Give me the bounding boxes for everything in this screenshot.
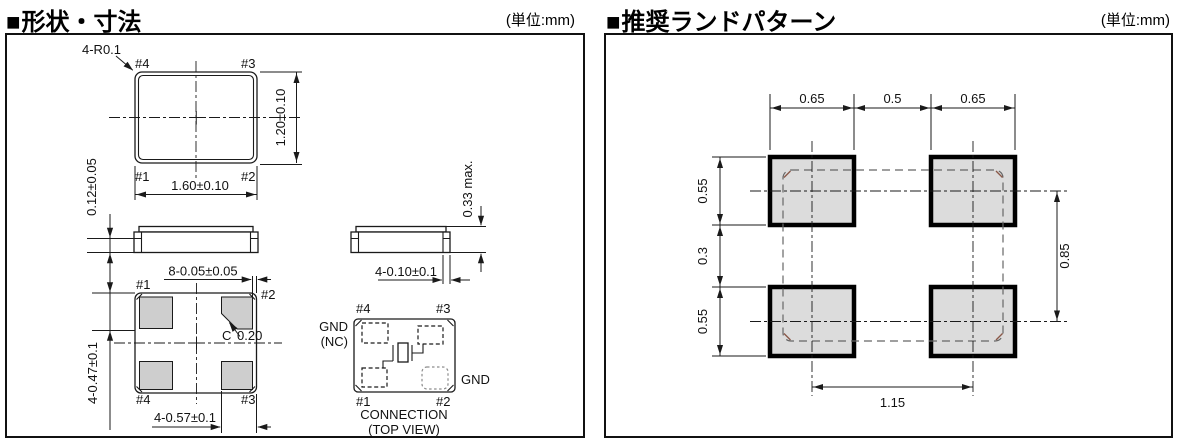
right-section-title: ■推奨ランドパターン bbox=[606, 2, 836, 37]
land-pattern-panel: 0.65 0.5 0.65 0.55 0.3 0.55 bbox=[604, 33, 1173, 438]
connection-caption-line2: (TOP VIEW) bbox=[368, 422, 440, 436]
terminal-thickness-dim: 0.12±0.05 4-0.47±0.1 bbox=[84, 158, 140, 430]
crystal-wiring bbox=[382, 344, 424, 368]
pad-gap-vertical-value: 0.3 bbox=[695, 247, 710, 265]
max-height-value: 0.33 max. bbox=[460, 160, 475, 217]
left-title-text: 形状・寸法 bbox=[21, 9, 142, 36]
height-dim-value: 1.20±0.10 bbox=[273, 89, 288, 147]
shape-dimensions-drawing: #4 #3 #1 #2 4-R0.1 1.60±0.10 1.20±0.10 bbox=[82, 42, 490, 436]
bottom-view-pin1-label: #1 bbox=[136, 277, 150, 292]
front-side-view bbox=[133, 225, 259, 254]
top-view-pin3-label: #3 bbox=[241, 56, 255, 71]
left-section-title: ■形状・寸法 bbox=[6, 2, 142, 37]
pad-width-left-value: 0.65 bbox=[799, 91, 824, 106]
front-view-terminals bbox=[134, 232, 258, 253]
top-view-centerlines bbox=[109, 61, 303, 178]
corner-radius-note: 4-R0.1 bbox=[82, 42, 121, 57]
top-dim-lines bbox=[769, 94, 1016, 150]
crystal-symbol bbox=[397, 342, 409, 363]
bottom-view-pin3-label: #3 bbox=[241, 392, 255, 407]
end-margin-value: 4-0.10±0.1 bbox=[375, 264, 437, 279]
connection-pin1-label: #1 bbox=[356, 394, 370, 409]
end-view-lid bbox=[355, 225, 447, 233]
land-pads bbox=[767, 154, 1018, 359]
width-dim-lines bbox=[134, 166, 258, 200]
side-margin-value: 8-0.05±0.05 bbox=[168, 264, 237, 279]
front-view-lid bbox=[138, 225, 254, 233]
chamfer-letter: C bbox=[222, 328, 231, 343]
connection-corner-marks bbox=[355, 319, 454, 392]
pitch-horizontal-value: 1.15 bbox=[880, 395, 905, 410]
end-view-body bbox=[350, 231, 451, 254]
gnd-label: GND bbox=[461, 372, 490, 387]
pitch-vertical-value: 0.85 bbox=[1057, 243, 1072, 268]
top-dimensions: 0.65 0.5 0.65 bbox=[769, 91, 1016, 150]
bottom-view-pin2-label: #2 bbox=[261, 287, 275, 302]
end-side-view: 0.33 max. 4-0.10±0.1 bbox=[350, 160, 486, 284]
connection-pin4-label: #4 bbox=[356, 301, 370, 316]
pad-height-bottom-value: 0.55 bbox=[695, 309, 710, 334]
land-pattern-centerlines bbox=[750, 141, 1070, 396]
bottom-pad-2-chamfered bbox=[221, 296, 253, 330]
gnd-nc-label-line1: GND bbox=[319, 319, 348, 334]
bottom-pad-1 bbox=[139, 296, 173, 329]
gnd-nc-label-line2: (NC) bbox=[321, 334, 348, 349]
connection-pad-1 bbox=[361, 367, 388, 388]
bottom-view-center-mark bbox=[190, 336, 203, 350]
max-height-ext bbox=[446, 226, 486, 253]
chamfer-value: 0.20 bbox=[237, 328, 262, 343]
front-view-body bbox=[133, 231, 259, 254]
connection-diagram: #4 #3 #1 #2 GND (NC) GND CONNECTION (TOP… bbox=[319, 301, 490, 436]
connection-pad-4 bbox=[361, 322, 389, 344]
connection-pad-2 bbox=[421, 366, 449, 390]
shape-dimensions-panel: #4 #3 #1 #2 4-R0.1 1.60±0.10 1.20±0.10 bbox=[5, 33, 585, 438]
land-pattern-drawing: 0.65 0.5 0.65 0.55 0.3 0.55 bbox=[695, 91, 1072, 410]
bottom-pad-3 bbox=[221, 361, 253, 390]
right-title-text: 推奨ランドパターン bbox=[621, 9, 837, 36]
pad-width-right-value: 0.65 bbox=[960, 91, 985, 106]
pad-width-value: 4-0.57±0.1 bbox=[154, 410, 216, 425]
chamfer-leader bbox=[228, 322, 241, 337]
connection-caption-line1: CONNECTION bbox=[360, 407, 447, 422]
right-unit-label: (単位:mm) bbox=[1100, 12, 1170, 29]
pad-width-ext bbox=[221, 391, 257, 433]
connection-pin2-label: #2 bbox=[436, 394, 450, 409]
package-outline-dashed bbox=[782, 169, 1004, 342]
end-view-terminals bbox=[351, 232, 450, 253]
top-view-pin2-label: #2 bbox=[241, 169, 255, 184]
pad-height-value: 4-0.47±0.1 bbox=[85, 342, 100, 404]
connection-pin3-label: #3 bbox=[436, 301, 450, 316]
terminal-thickness-value: 0.12±0.05 bbox=[84, 158, 99, 216]
right-dimension: 0.85 bbox=[1053, 191, 1072, 322]
bottom-pad-4 bbox=[139, 361, 173, 390]
top-view-pin1-label: #1 bbox=[135, 169, 149, 184]
width-dim-value: 1.60±0.10 bbox=[171, 178, 229, 193]
pad-height-top-value: 0.55 bbox=[695, 178, 710, 203]
top-view-pin4-label: #4 bbox=[135, 56, 149, 71]
bottom-dimension: 1.15 bbox=[812, 383, 973, 410]
top-view: #4 #3 #1 #2 4-R0.1 1.60±0.10 1.20±0.10 bbox=[82, 42, 303, 200]
left-dimensions: 0.55 0.3 0.55 bbox=[695, 156, 766, 357]
left-dim-chain bbox=[87, 214, 140, 430]
bottom-view: #1 #2 #4 #3 8-0.05±0.05 4-0.57±0.1 C bbox=[114, 264, 282, 433]
left-unit-label: (単位:mm) bbox=[505, 12, 575, 29]
end-margin-ext bbox=[442, 255, 451, 284]
left-title-bullet-icon: ■ bbox=[6, 9, 21, 36]
connection-pad-3 bbox=[417, 325, 444, 345]
pad-gap-horizontal-value: 0.5 bbox=[883, 91, 901, 106]
side-margin-ext bbox=[252, 276, 257, 297]
left-dim-lines bbox=[712, 156, 766, 357]
right-title-bullet-icon: ■ bbox=[606, 9, 621, 36]
package-outline-corner-marks bbox=[783, 170, 1003, 341]
top-view-center-mark bbox=[189, 111, 203, 125]
corner-radius-leader bbox=[115, 55, 134, 71]
bottom-view-pin4-label: #4 bbox=[136, 392, 150, 407]
